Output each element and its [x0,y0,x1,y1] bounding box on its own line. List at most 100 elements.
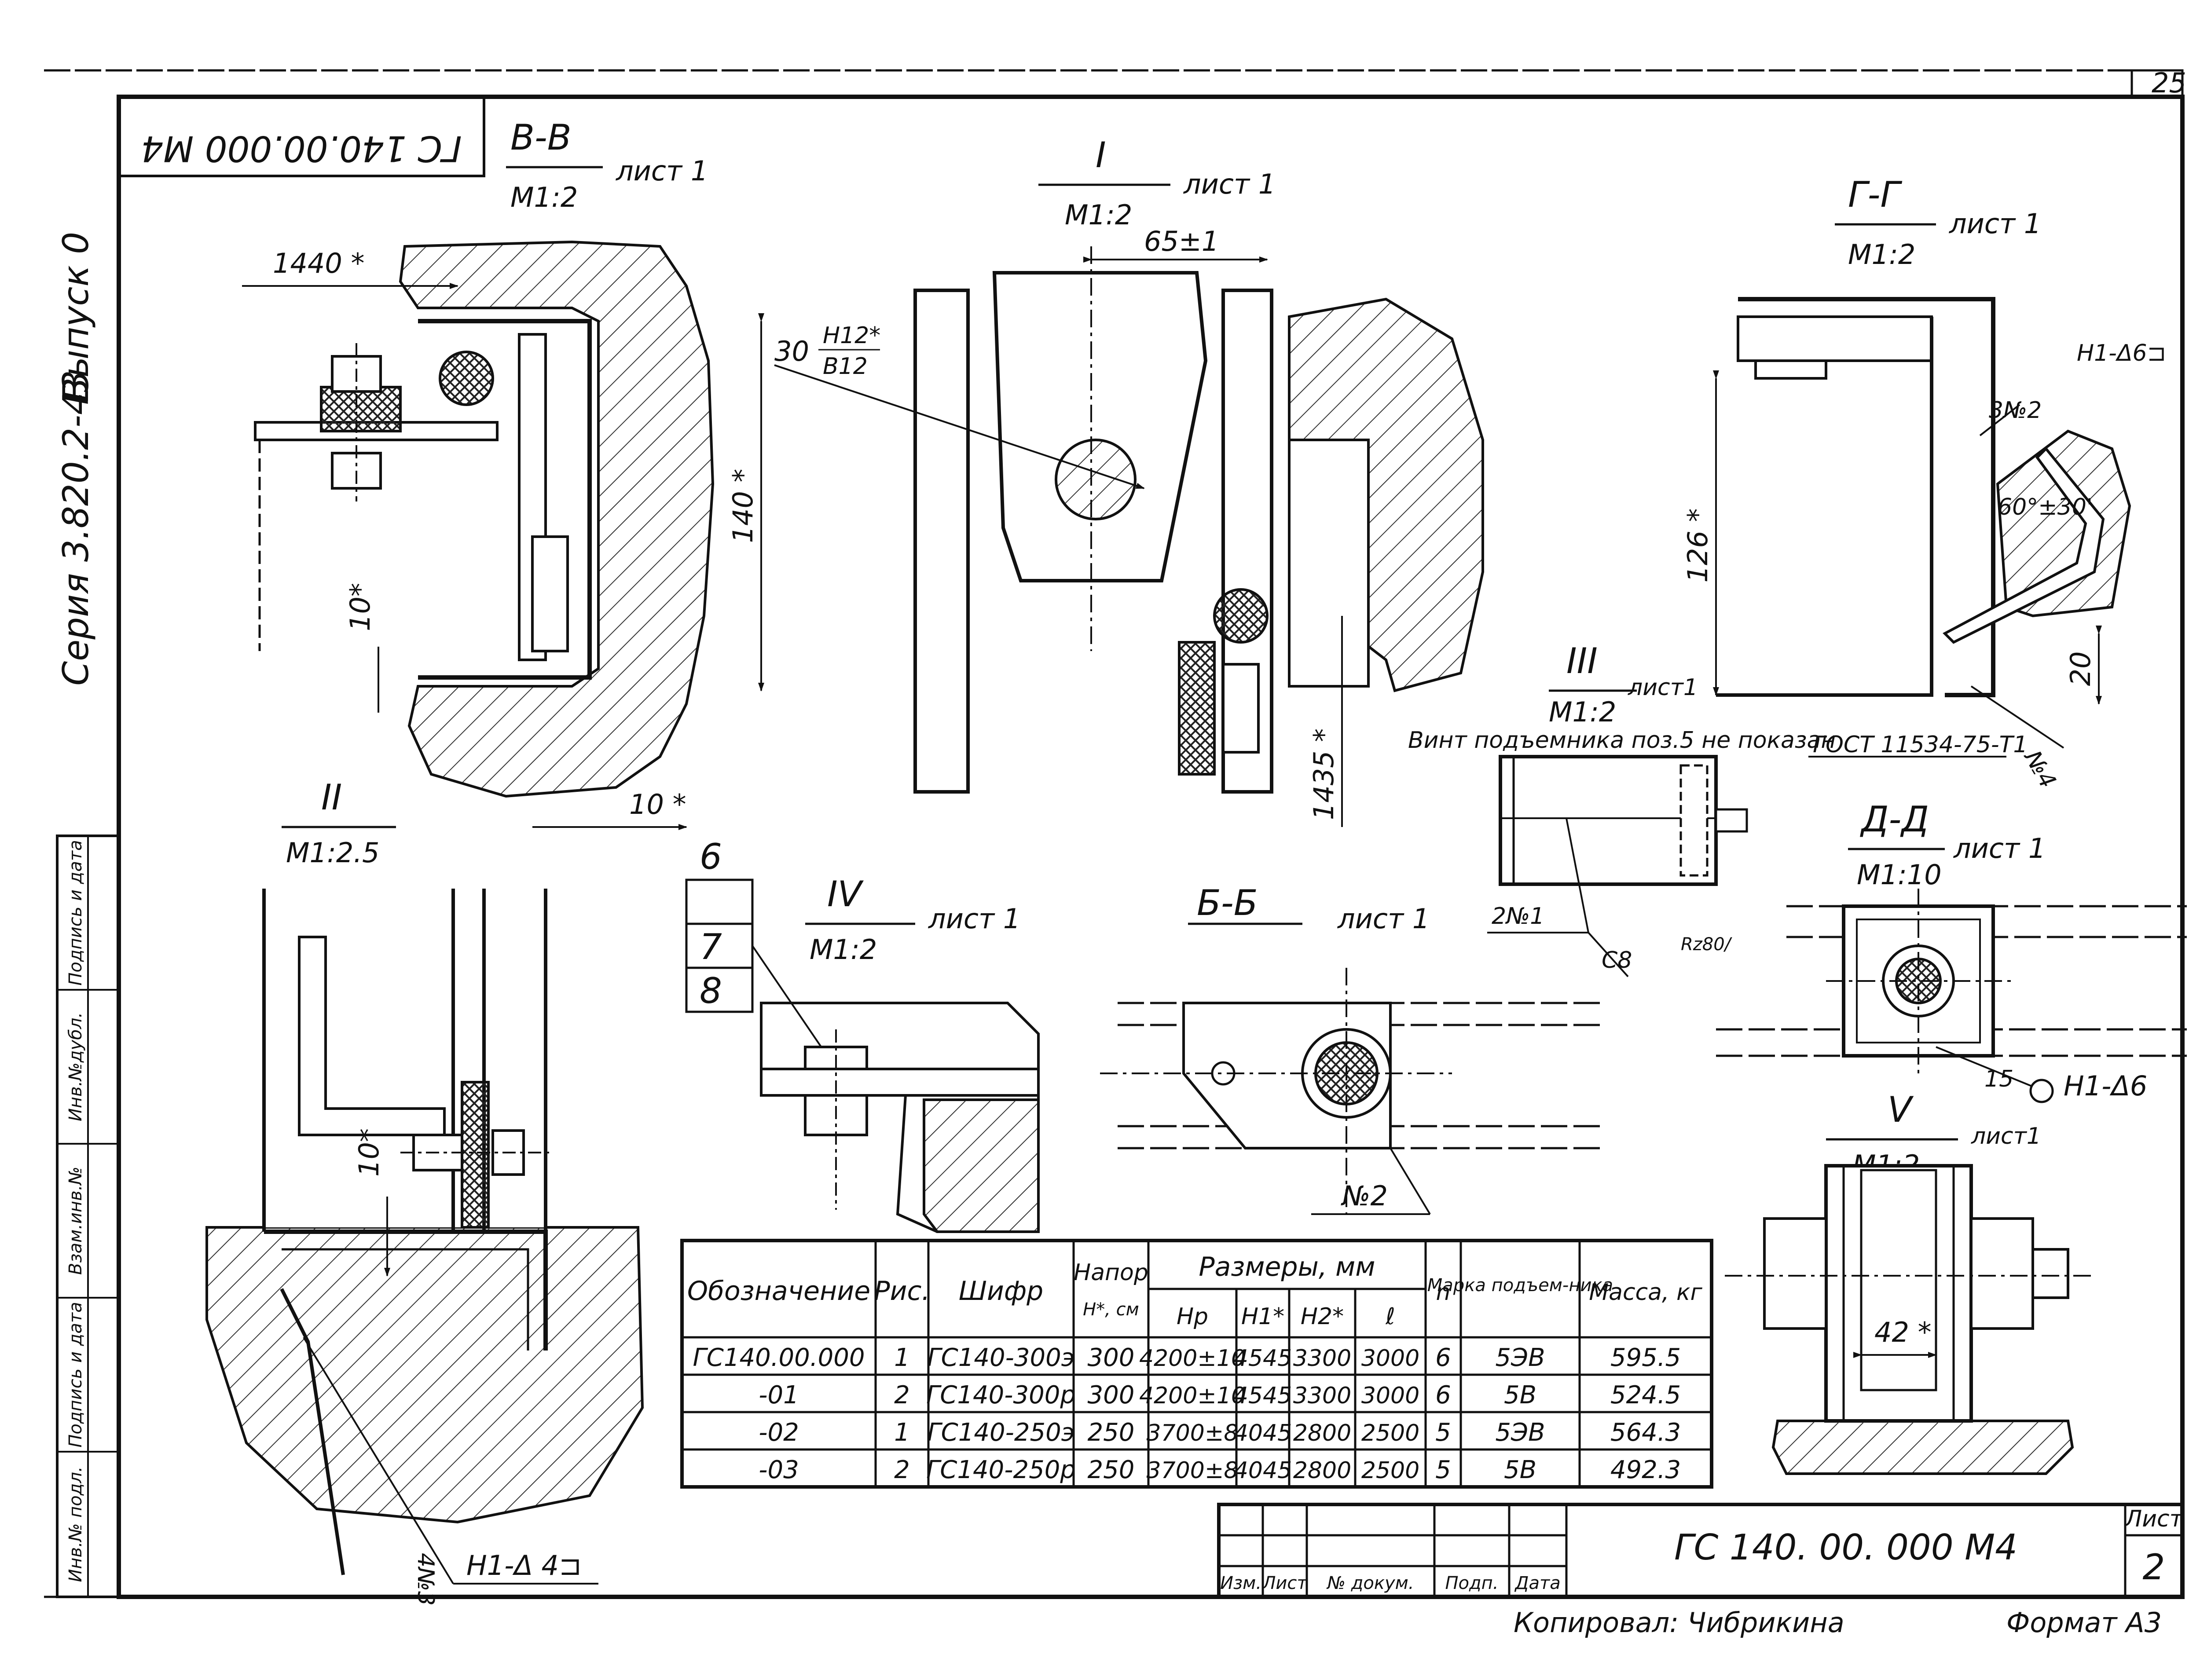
table-cell: 4045 [1234,1457,1292,1484]
screw-note: Винт подъемника поз.5 не показан [1408,727,1836,754]
table-cell: -02 [759,1418,799,1447]
table-cell: 4045 [1234,1420,1292,1446]
table-cell: 250 [1088,1456,1135,1484]
table-cell: 564.3 [1610,1418,1681,1447]
top-code: ГС 140.00.000 М4 [141,128,462,169]
view-II: II М1:2.5 10* 4№3 Н1-Δ 4⊐ [205,777,644,1606]
table-cell: 5 [1435,1456,1451,1484]
pos-2n1: 2№1 [1492,903,1544,930]
table-cell: 2500 [1361,1420,1419,1446]
table-cell: 300 [1088,1343,1135,1372]
tb-h-izm: Изм. [1220,1573,1261,1593]
view-sheet: лист1 [1628,674,1698,701]
view-sheet: лист 1 [1337,903,1430,935]
table-cell: 250 [1088,1418,1135,1447]
table-cell: 300 [1088,1381,1135,1409]
fit-top: H12* [823,322,880,349]
tb-h-date: Дата [1514,1573,1561,1593]
pos-3n2: 3№2 [1989,397,2042,424]
view-scale: М1:10 [1857,859,1942,891]
th-code: Шифр [959,1276,1044,1307]
view-title: Г-Г [1848,174,1902,215]
roughness: С8 [1602,947,1632,974]
view-title: III [1566,641,1598,681]
table-cell: 3700±8 [1147,1420,1239,1446]
view-title: Д-Д [1860,799,1929,840]
view-vv: В-В М1:2 лист 1 1440 * 140 * 10* 10 * [242,117,764,830]
view-sheet: лист1 [1971,1123,2041,1149]
stamp-cell: Взам.инв.№ [66,1167,86,1275]
table-cell: 2800 [1293,1457,1351,1484]
table-cell: 3000 [1361,1383,1419,1409]
tb-h-doc: № докум. [1326,1573,1414,1593]
stamp-cell: Инв.№ подл. [66,1466,86,1582]
table-cell: 492.3 [1610,1456,1681,1484]
dim-angle: 60°±30' [1998,494,2093,520]
table-cell: 2500 [1361,1457,1419,1484]
th-l: ℓ [1385,1303,1395,1330]
dim-10c: 10* [353,1128,385,1177]
gost-label: ГОСТ 11534-75-Т1 [1813,732,2028,758]
th-pressure-unit: H*, см [1083,1299,1139,1320]
series-label: Серия 3.820.2-43 [55,370,96,685]
view-sheet: лист 1 [1953,832,2046,864]
th-h2: H2* [1301,1303,1344,1330]
view-scale: М1:2 [810,933,877,966]
table-cell: 595.5 [1610,1343,1681,1372]
dim-140: 140 * [727,468,759,543]
dim-10a: 10* [344,583,376,631]
view-sheet: лист 1 [928,903,1020,935]
view-bb: Б-Б лист 1 №2 [1100,882,1606,1215]
roughness-rz: Rz80/ [1681,934,1733,955]
table-cell: ГС140-250р [926,1456,1076,1484]
th-pressure: Напор [1074,1259,1148,1286]
table-cell: 5В [1504,1456,1536,1484]
tb-h-sign: Подп. [1445,1573,1498,1593]
view-scale: М1:2 [1065,199,1132,231]
table-cell: 524.5 [1610,1381,1681,1409]
table-cell: ГС140-300р [926,1381,1076,1409]
stamp-cell: Подпись и дата [66,1302,86,1447]
view-gg: Г-Г М1:2 лист 1 126 * 20 60°±30' 3№2 Н1-… [1682,174,2166,793]
th-n: n [1436,1279,1451,1306]
view-I: I М1:2 лист 1 65±1 30 H12* В12 1435 * [774,135,1484,827]
table-cell: ГС140-250э [927,1418,1074,1447]
table-cell: 1 [894,1418,910,1447]
top-code-box: ГС 140.00.000 М4 [117,95,485,177]
view-sheet: лист 1 [1949,208,2041,240]
pos-7: 7 [700,926,722,967]
th-mass: Масса, кг [1589,1279,1702,1306]
dim-126: 126 * [1682,508,1714,582]
table-cell: 6 [1435,1381,1451,1409]
view-sheet: лист 1 [1183,168,1276,200]
sheet-number: 2 [2143,1547,2165,1588]
dim-15: 15 [1984,1066,2013,1092]
spec-table: Обозначение Рис. Шифр Напор H*, см Разме… [680,1239,1713,1489]
table-cell: 2 [894,1456,910,1484]
th-lift: Марка подъем-ника [1427,1275,1613,1296]
table-cell: ГС140-300э [927,1343,1074,1372]
sheet-label: Лист [2124,1506,2183,1532]
view-title: V [1888,1089,1914,1130]
table-cell: 1 [894,1343,910,1372]
weld-h1-6b: Н1-Δ6 [2064,1070,2147,1102]
table-cell: 4200±10 [1139,1345,1246,1372]
table-cell: 5В [1504,1381,1536,1409]
view-IV: 6 7 8 IV М1:2 лист 1 [685,836,1040,1233]
page-number: 25 [2152,67,2186,99]
view-title: I [1096,135,1106,176]
view-title: Б-Б [1197,882,1258,923]
th-fig: Рис. [874,1276,930,1307]
table-cell: -01 [759,1381,799,1409]
weld-h1-4: Н1-Δ 4⊐ [466,1549,582,1581]
doc-code: ГС 140. 00. 000 М4 [1674,1527,2017,1568]
table-cell: ГС140.00.000 [693,1343,865,1372]
table-cell: 3300 [1293,1345,1351,1372]
dim-30: 30 [774,335,809,367]
dim-20: 20 [2064,652,2097,686]
dim-1435: 1435 * [1308,728,1340,820]
table-cell: 2800 [1293,1420,1351,1446]
pos-n2: №2 [1341,1180,1388,1212]
